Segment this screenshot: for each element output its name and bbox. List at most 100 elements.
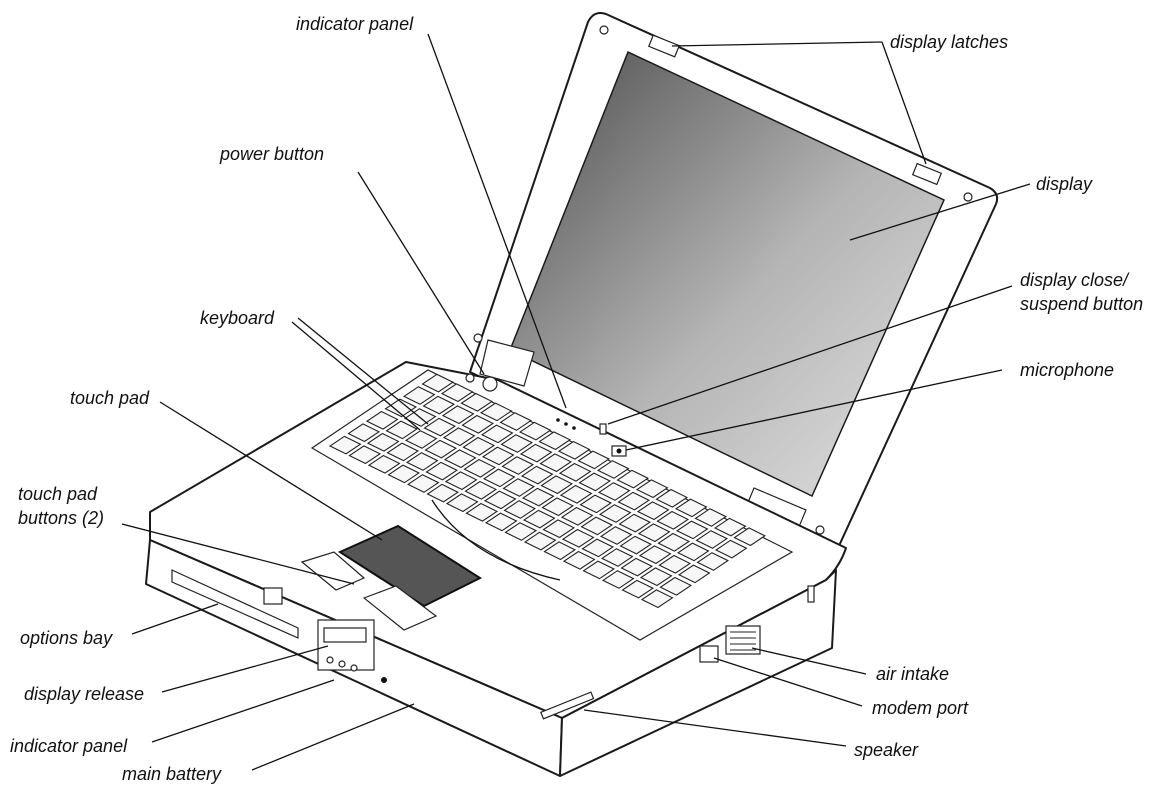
keyboard-key: [520, 465, 554, 485]
keyboard-key: [465, 502, 499, 522]
keyboard-key: [425, 461, 459, 481]
label-display-release: display release: [24, 684, 144, 704]
keyboard-key: [481, 446, 515, 466]
keyboard-key: [386, 442, 420, 462]
leader-speaker: [583, 709, 847, 747]
leader-modem-port: [713, 657, 863, 707]
keyboard-key: [713, 517, 747, 537]
keyboard-key: [542, 519, 576, 539]
keyboard-key: [385, 420, 419, 440]
leader-touch-pad-buttons: [121, 523, 355, 585]
keyboard-key: [404, 430, 438, 449]
display-screen: [509, 50, 945, 498]
label-modem-port: modem port: [872, 698, 969, 718]
keyboard-key: [464, 480, 498, 500]
leader-keyboard: [297, 317, 429, 425]
keyboard-key: [616, 469, 650, 489]
keyboard-key: [539, 453, 573, 473]
keyboard-key: [675, 520, 709, 540]
bezel-screw-icon: [473, 333, 483, 343]
keyboard-key: [579, 494, 613, 514]
keyboard-key: [582, 560, 616, 580]
display-latch-icon: [911, 162, 943, 186]
keyboard-key: [348, 445, 382, 465]
keyboard-key: [694, 508, 728, 527]
keyboard-key: [695, 530, 729, 549]
keyboard-key: [442, 427, 476, 447]
display-latch-icon: [647, 34, 681, 58]
keyboard-key: [522, 509, 556, 529]
hinge-left: [479, 339, 535, 387]
keyboard-key: [560, 506, 594, 526]
laptop-base-side: [559, 569, 837, 777]
keyboard-key: [557, 440, 591, 460]
keyboard-key: [580, 516, 614, 536]
keyboard-key: [620, 557, 654, 577]
leader-display: [849, 183, 1031, 241]
label-indicator-panel-top: indicator panel: [296, 14, 414, 34]
touch-pad-button-left-icon: [300, 551, 366, 591]
keyboard-key: [445, 493, 479, 513]
keyboard-key: [540, 475, 574, 495]
keyboard-key: [518, 421, 552, 441]
touch-pad-button-right-icon: [362, 585, 438, 631]
keyboard-key: [601, 570, 635, 589]
keyboard-key: [503, 500, 537, 519]
keyboard-key: [502, 478, 536, 497]
label-display-close-line1: display close/: [1020, 270, 1130, 290]
keyboard-key: [423, 417, 457, 437]
label-main-battery: main battery: [122, 764, 222, 784]
keyboard-key: [482, 468, 516, 488]
keyboard-key: [541, 497, 575, 517]
keyboard-key: [600, 548, 634, 567]
keyboard-key: [676, 542, 710, 562]
label-air-intake: air intake: [876, 664, 949, 684]
keyboard-key: [640, 589, 674, 609]
keyboard-key: [504, 522, 538, 541]
leader-touch-pad: [159, 401, 383, 541]
leader-display-release: [161, 645, 329, 693]
label-indicator-panel-bottom: indicator panel: [10, 736, 128, 756]
keyboard-key: [406, 474, 440, 493]
keyboard-key: [384, 398, 418, 418]
leader-power-button: [357, 171, 485, 375]
keyboard-key: [578, 472, 612, 492]
leader-display-latch-right: [881, 41, 927, 165]
keyboard-key: [655, 488, 689, 508]
keyboard-key: [405, 452, 439, 471]
keyboard-key: [577, 450, 611, 470]
side-lock-slot-icon: [807, 585, 815, 603]
indicator-light-icon: [556, 418, 560, 422]
leader-main-battery: [251, 703, 415, 771]
suspend-button-icon: [599, 423, 607, 435]
keyboard-key: [562, 550, 596, 570]
leader-indicator-panel-top: [427, 33, 567, 409]
bezel-screw-icon: [815, 525, 825, 535]
keyboard-key: [559, 484, 593, 504]
label-speaker: speaker: [854, 740, 919, 760]
keyboard-key: [461, 414, 495, 434]
keyboard-key: [558, 462, 592, 482]
keyboard-key: [521, 487, 555, 507]
keyboard-key: [638, 545, 672, 565]
keyboard-key: [441, 405, 475, 425]
keyboard-key: [347, 423, 381, 443]
keyboard-key: [659, 576, 693, 596]
keyboard-key: [484, 512, 518, 532]
keyboard-key: [581, 538, 615, 558]
laptop-illustration: [145, 12, 999, 777]
keyboard-key: [480, 424, 514, 444]
keyboard-key: [523, 531, 557, 551]
keyboard-key: [598, 504, 632, 523]
keyboard-key: [479, 402, 513, 422]
label-display: display: [1036, 174, 1093, 194]
keyboard-key: [714, 539, 748, 559]
keyboard-key: [639, 567, 673, 587]
label-display-latches: display latches: [890, 32, 1008, 52]
options-bay-eject-icon: [263, 587, 283, 605]
leader-indicator-panel-bottom: [151, 679, 335, 743]
keyboard-key: [328, 435, 362, 455]
options-bay-icon: [171, 569, 299, 639]
keyboard-key: [637, 523, 671, 543]
